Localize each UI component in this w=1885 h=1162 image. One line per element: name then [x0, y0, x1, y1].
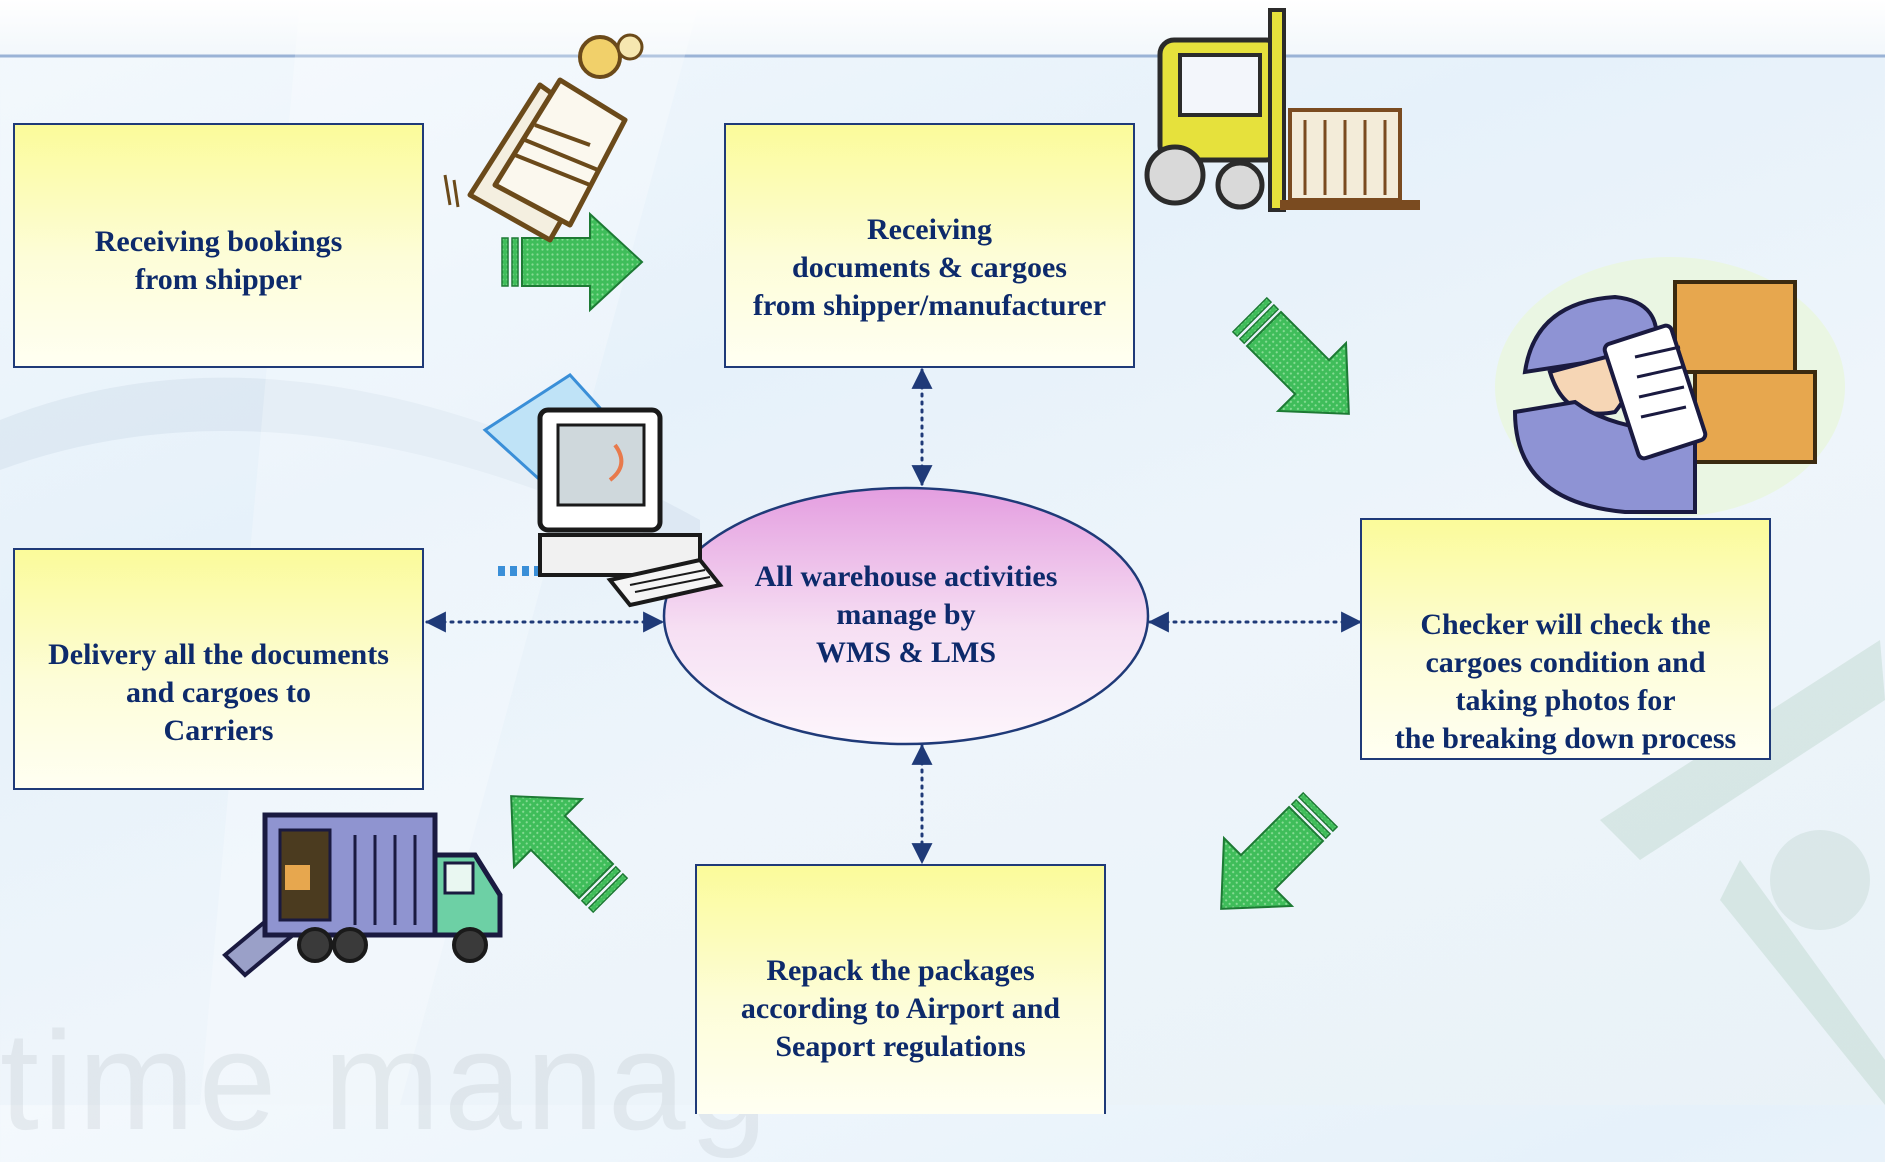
documents-icon — [443, 33, 644, 243]
step-repack: Repack the packages according to Airport… — [695, 864, 1106, 1114]
computer-icon — [482, 373, 724, 608]
step-receiving-bookings-label: Receiving bookings from shipper — [94, 225, 343, 296]
step-receiving-bookings: Receiving bookings from shipper — [13, 123, 424, 368]
step-delivery-label: Delivery all the documents and cargoes t… — [48, 638, 389, 747]
step-repack-label: Repack the packages according to Airport… — [740, 954, 1061, 1063]
flow-arrow-down-left — [1186, 774, 1356, 944]
truck-icon — [222, 812, 503, 978]
flow-arrow-right — [501, 213, 643, 311]
step-checker: Checker will check the cargoes condition… — [1360, 518, 1771, 760]
step-delivery: Delivery all the documents and cargoes t… — [13, 548, 424, 790]
step-receiving-documents-label: Receiving documents & cargoes from shipp… — [752, 213, 1107, 322]
flow-overlay — [222, 8, 1845, 978]
step-checker-label: Checker will check the cargoes condition… — [1394, 608, 1737, 755]
forklift-icon — [1144, 8, 1420, 212]
checker-worker-icon — [1495, 257, 1845, 517]
step-receiving-documents: Receiving documents & cargoes from shipp… — [724, 123, 1135, 368]
flow-arrow-down-right — [1214, 279, 1384, 449]
center-label: All warehouse activities manage by WMS &… — [754, 560, 1058, 669]
